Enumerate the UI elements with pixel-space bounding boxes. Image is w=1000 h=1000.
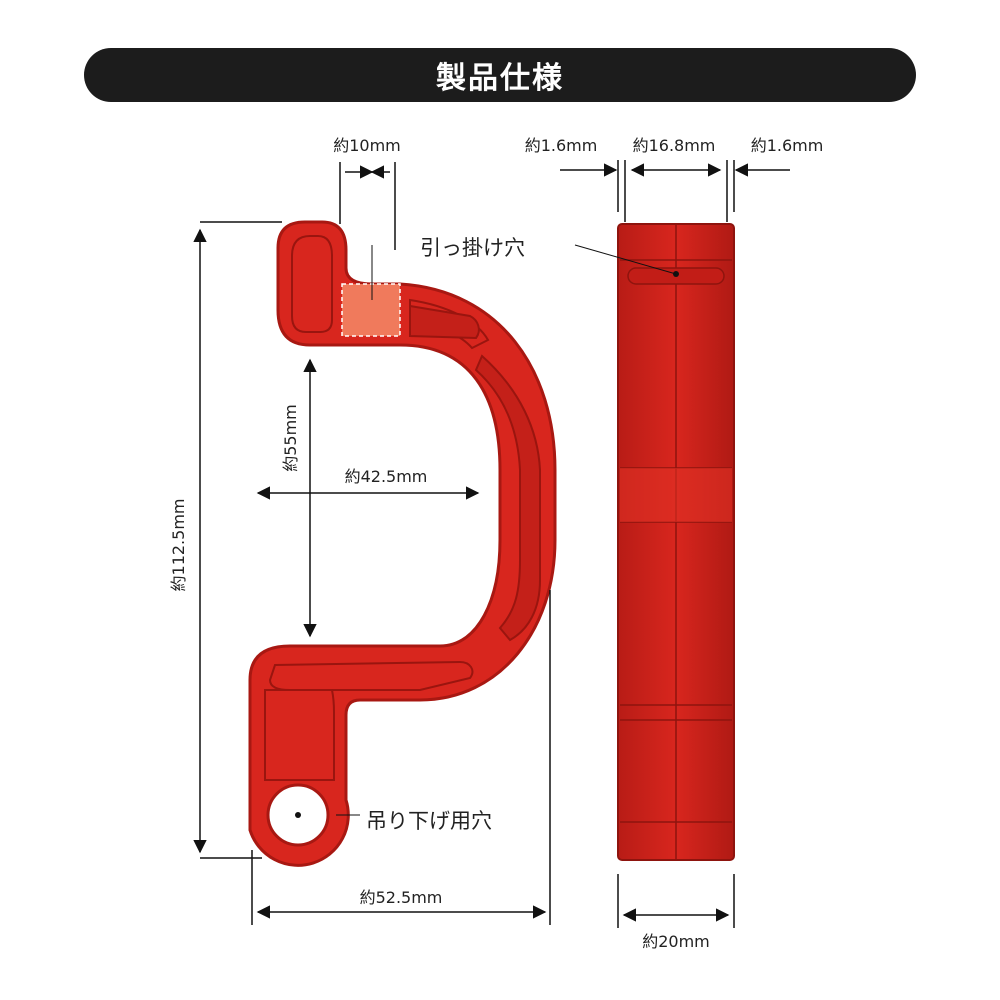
front-dimensions: [193, 162, 551, 925]
title-bar: 製品仕様: [84, 48, 916, 102]
dim-side-total: 約20mm: [642, 932, 710, 951]
side-dimensions: [560, 160, 790, 928]
dim-neck-width: 約10mm: [333, 136, 401, 155]
hook-rib-3: [474, 354, 541, 642]
page-title: 製品仕様: [436, 61, 564, 96]
front-view: [248, 220, 557, 867]
side-view: [617, 223, 735, 861]
neck-highlight: [341, 283, 401, 337]
hook-rib-5: [264, 689, 335, 781]
dim-side-edge-right: 約1.6mm: [751, 136, 824, 155]
dim-side-edge-left: 約1.6mm: [525, 136, 598, 155]
dim-inner-width: 約42.5mm: [345, 467, 428, 486]
hook-body: [248, 220, 557, 867]
dim-inner-height: 約55mm: [281, 404, 300, 472]
dim-side-middle: 約16.8mm: [633, 136, 716, 155]
dim-total-width: 約52.5mm: [360, 888, 443, 907]
callout-hanging-hole: 吊り下げ用穴: [366, 809, 492, 833]
dim-total-height: 約112.5mm: [169, 499, 188, 592]
callout-hook-hole: 引っ掛け穴: [420, 236, 525, 260]
hook-rib-2: [409, 304, 480, 340]
hanging-hole-dot: [295, 812, 301, 818]
hook-groove: [291, 235, 333, 333]
hook-rib-4: [268, 660, 474, 691]
